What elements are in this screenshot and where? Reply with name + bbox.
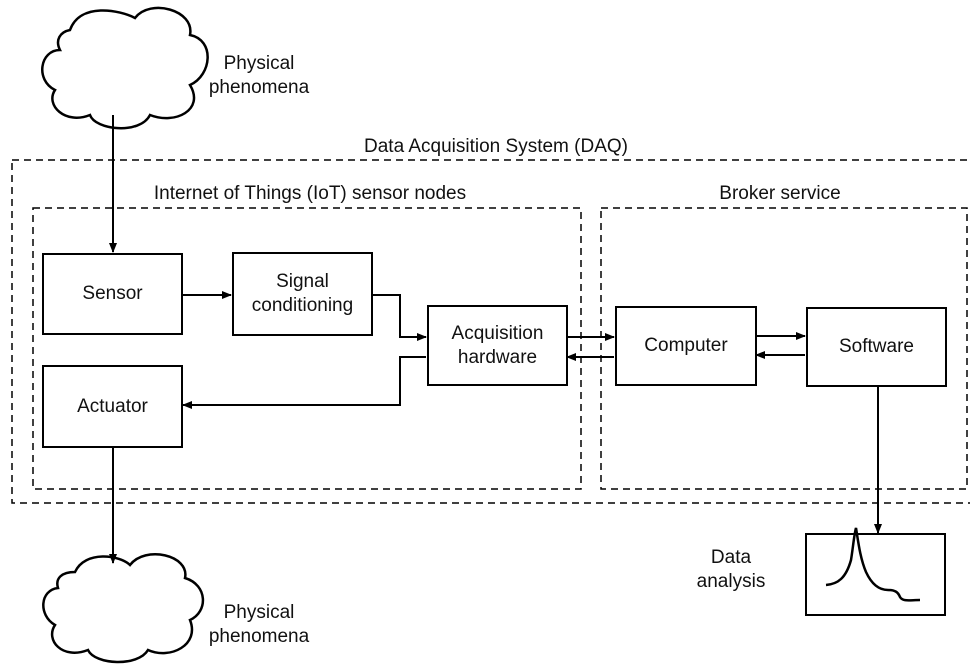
data-analysis-label: Data analysis	[696, 547, 766, 592]
iot-title: Internet of Things (IoT) sensor nodes	[153, 183, 467, 204]
arrow-acq-to-actuator	[182, 356, 426, 409]
software-box: Software	[806, 307, 947, 387]
daq-title: Data Acquisition System (DAQ)	[364, 136, 628, 157]
top-cloud-icon	[41, 6, 209, 130]
sensor-box: Sensor	[42, 253, 183, 335]
bottom-cloud-icon	[42, 553, 205, 664]
broker-boundary	[600, 207, 968, 490]
data-analysis-box	[805, 533, 946, 616]
signal-conditioning-box: Signal conditioning	[232, 252, 373, 336]
spectrum-plot-icon	[825, 527, 921, 602]
broker-title: Broker service	[719, 183, 841, 204]
acquisition-hardware-box: Acquisition hardware	[427, 305, 568, 386]
computer-box: Computer	[615, 306, 757, 386]
top-phenomena-label: Physical phenomena	[208, 53, 310, 98]
daq-boundary	[11, 159, 970, 504]
iot-boundary	[32, 207, 582, 490]
arrow-signal-to-acq	[373, 294, 427, 341]
bottom-phenomena-label: Physical phenomena	[208, 602, 310, 647]
actuator-box: Actuator	[42, 365, 183, 448]
